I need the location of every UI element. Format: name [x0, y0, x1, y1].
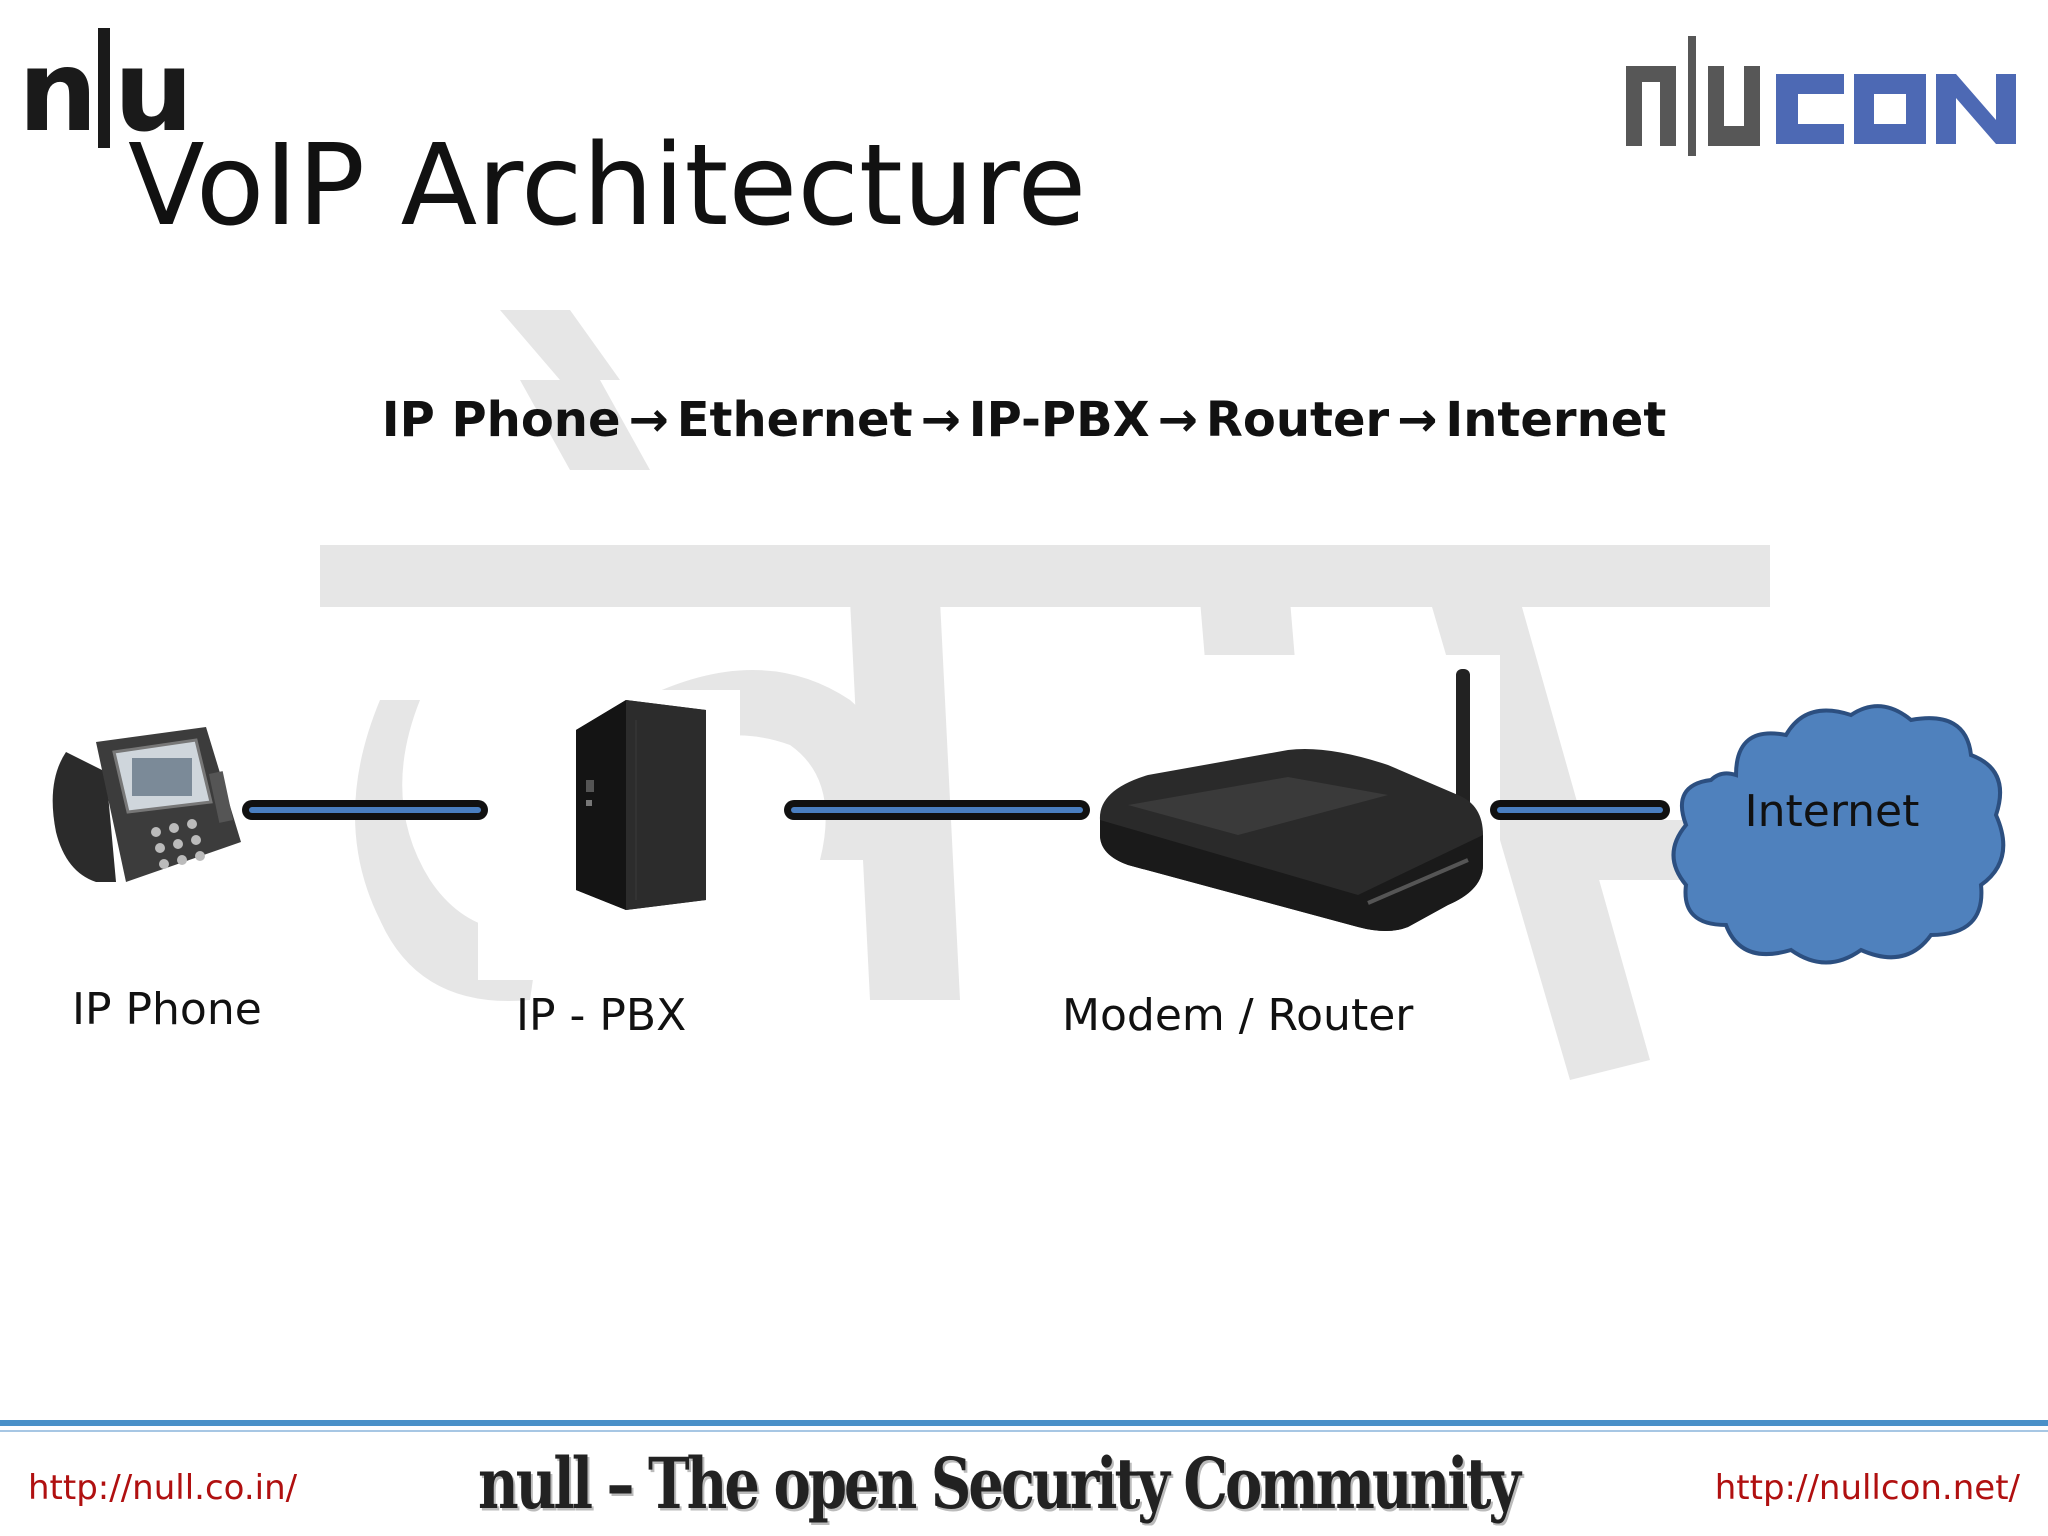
footer-rule: [0, 1420, 2048, 1426]
ip-phone-label: IP Phone: [72, 984, 262, 1035]
arrow-icon: →: [920, 392, 961, 448]
flow-step: IP-PBX: [968, 392, 1150, 448]
flow-step: IP Phone: [381, 392, 621, 448]
logo-divider: [97, 28, 110, 148]
footer-link-null[interactable]: http://null.co.in/: [28, 1468, 298, 1508]
flow-summary: IP Phone→Ethernet→IP-PBX→Router→Internet: [0, 392, 2048, 448]
internet-label: Internet: [1744, 786, 1920, 837]
cloud-icon: [1671, 704, 2006, 965]
ip-pbx-label: IP - PBX: [516, 990, 687, 1041]
footer-link-nullcon[interactable]: http://nullcon.net/: [1714, 1468, 2020, 1508]
page-title: VoIP Architecture: [128, 121, 1087, 251]
flow-step: Ethernet: [676, 392, 913, 448]
arrow-icon: →: [628, 392, 669, 448]
arrow-icon: →: [1157, 392, 1198, 448]
flow-step: Internet: [1445, 392, 1667, 448]
connections: [242, 800, 1670, 820]
footer-tagline: null – The open Security Community: [478, 1442, 1521, 1526]
footer-rule-shadow: [0, 1430, 2048, 1432]
nullcon-logo: [1626, 36, 2016, 156]
router-icon: [1099, 669, 1483, 931]
ip-phone-icon: [52, 727, 241, 882]
arrow-icon: →: [1397, 392, 1438, 448]
flow-step: Router: [1205, 392, 1390, 448]
server-tower-icon: [576, 700, 706, 910]
modem-router-label: Modem / Router: [1062, 990, 1414, 1041]
